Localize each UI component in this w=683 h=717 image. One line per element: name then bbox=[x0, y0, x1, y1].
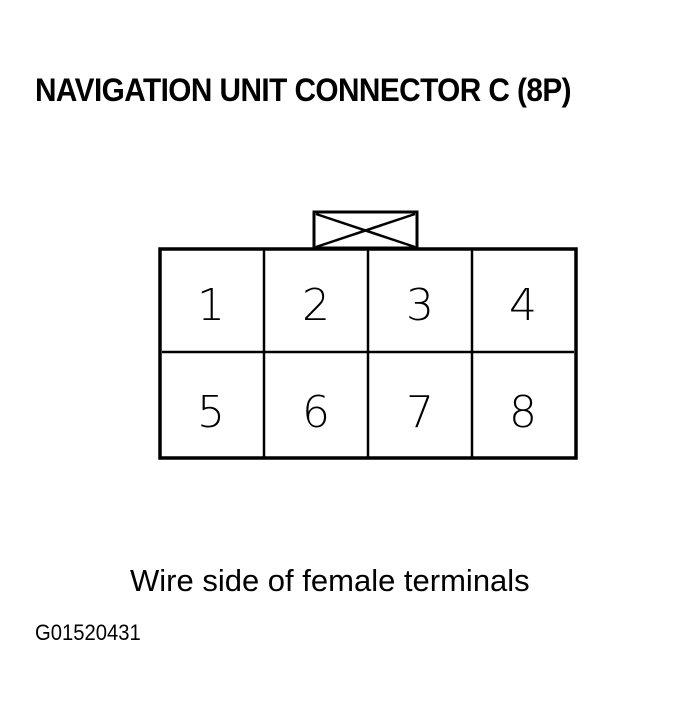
figure-code: G01520431 bbox=[35, 620, 141, 645]
connector-body bbox=[158, 247, 578, 460]
pin-3-label: 3 bbox=[406, 280, 434, 331]
diagram-title: NAVIGATION UNIT CONNECTOR C (8P) bbox=[35, 72, 572, 108]
pin-2-label: 2 bbox=[302, 280, 330, 331]
pin-7-label: 7 bbox=[406, 387, 434, 438]
pin-5-label: 5 bbox=[197, 387, 225, 438]
pin-4-label: 4 bbox=[509, 280, 537, 331]
pin-1-label: 1 bbox=[197, 280, 225, 331]
pin-6-label: 6 bbox=[302, 387, 330, 438]
locking-tab-icon bbox=[312, 210, 419, 250]
diagram-caption: Wire side of female terminals bbox=[130, 563, 530, 598]
pin-8-label: 8 bbox=[509, 387, 537, 438]
